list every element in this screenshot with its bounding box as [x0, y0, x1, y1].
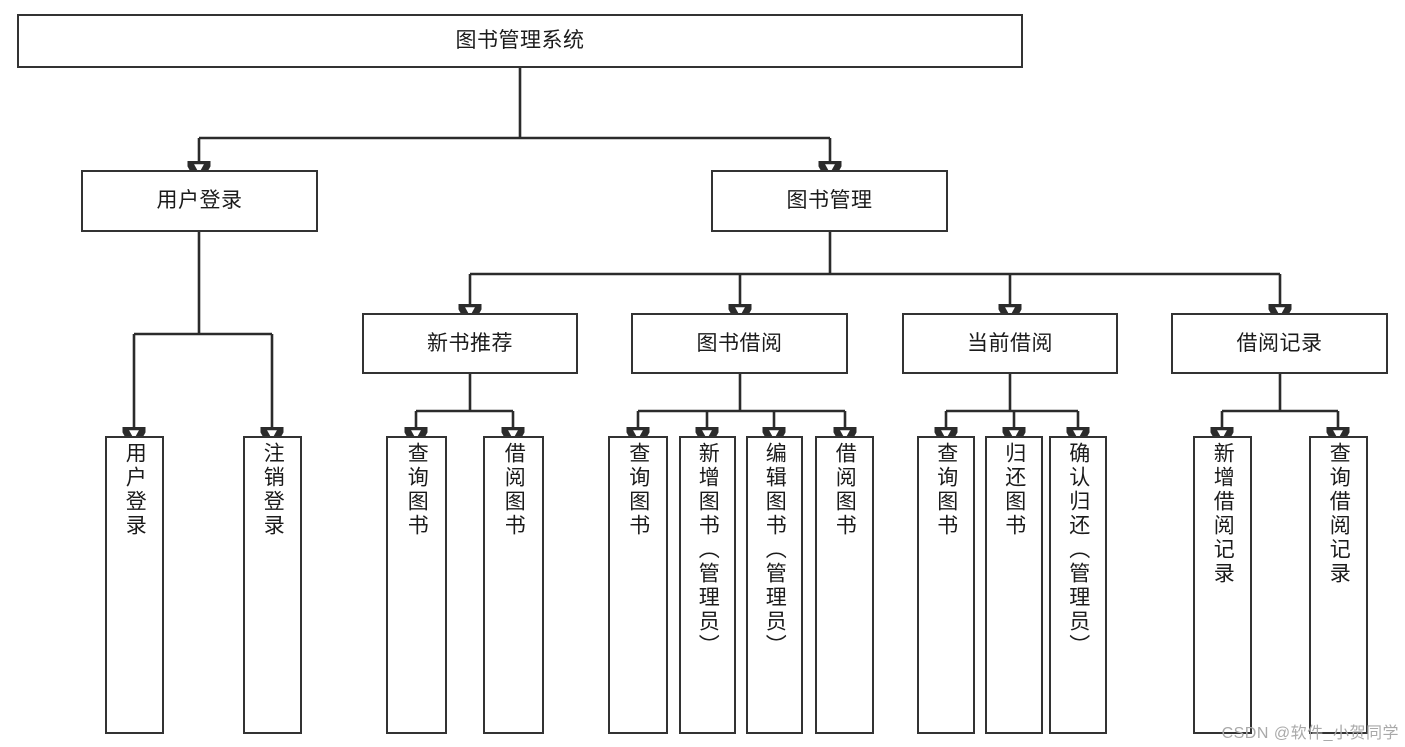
- leaf-record-query-record[interactable]: 查询借阅记录: [1309, 436, 1368, 734]
- node-label: 新书推荐: [427, 331, 513, 355]
- node-label: 用户登录: [156, 189, 243, 213]
- leaf-borrow-add-book-admin[interactable]: 新增图书（管理员）: [679, 436, 736, 734]
- leaf-borrow-query-book[interactable]: 查询图书: [608, 436, 668, 734]
- node-label: 借阅图书: [833, 442, 857, 538]
- leaf-current-return-book[interactable]: 归还图书: [985, 436, 1043, 734]
- node-label: 新增借阅记录: [1211, 442, 1235, 586]
- node-book-borrow[interactable]: 图书借阅: [631, 313, 848, 374]
- leaf-newbook-query-book[interactable]: 查询图书: [386, 436, 447, 734]
- node-label: 查询图书: [626, 442, 650, 538]
- node-book-management[interactable]: 图书管理: [711, 170, 948, 232]
- node-label: 归还图书: [1002, 442, 1026, 538]
- leaf-newbook-borrow-book[interactable]: 借阅图书: [483, 436, 544, 734]
- node-label: 新增图书（管理员）: [696, 442, 720, 658]
- node-label: 查询借阅记录: [1327, 442, 1351, 586]
- node-label: 当前借阅: [967, 331, 1053, 355]
- leaf-borrow-borrow-book[interactable]: 借阅图书: [815, 436, 874, 734]
- node-label: 查询图书: [405, 442, 429, 538]
- leaf-current-confirm-return-admin[interactable]: 确认归还（管理员）: [1049, 436, 1107, 734]
- node-user-login[interactable]: 用户登录: [81, 170, 318, 232]
- node-label: 借阅图书: [502, 442, 526, 538]
- leaf-record-add-record[interactable]: 新增借阅记录: [1193, 436, 1252, 734]
- node-root-system[interactable]: 图书管理系统: [17, 14, 1023, 68]
- node-new-book-recommend[interactable]: 新书推荐: [362, 313, 578, 374]
- node-label: 确认归还（管理员）: [1066, 442, 1090, 658]
- node-label: 图书管理: [786, 189, 873, 213]
- leaf-borrow-edit-book-admin[interactable]: 编辑图书（管理员）: [746, 436, 803, 734]
- node-label: 注销登录: [261, 442, 285, 538]
- watermark-text: CSDN @软件_小贺同学: [1221, 725, 1399, 742]
- node-current-borrow[interactable]: 当前借阅: [902, 313, 1118, 374]
- node-label: 编辑图书（管理员）: [763, 442, 787, 658]
- leaf-current-query-book[interactable]: 查询图书: [917, 436, 975, 734]
- node-label: 图书管理系统: [455, 29, 585, 53]
- node-label: 用户登录: [123, 442, 147, 538]
- node-borrow-record[interactable]: 借阅记录: [1171, 313, 1388, 374]
- node-label: 图书借阅: [696, 331, 783, 355]
- leaf-logout[interactable]: 注销登录: [243, 436, 302, 734]
- leaf-user-login[interactable]: 用户登录: [105, 436, 164, 734]
- node-label: 查询图书: [934, 442, 958, 538]
- node-label: 借阅记录: [1236, 331, 1323, 355]
